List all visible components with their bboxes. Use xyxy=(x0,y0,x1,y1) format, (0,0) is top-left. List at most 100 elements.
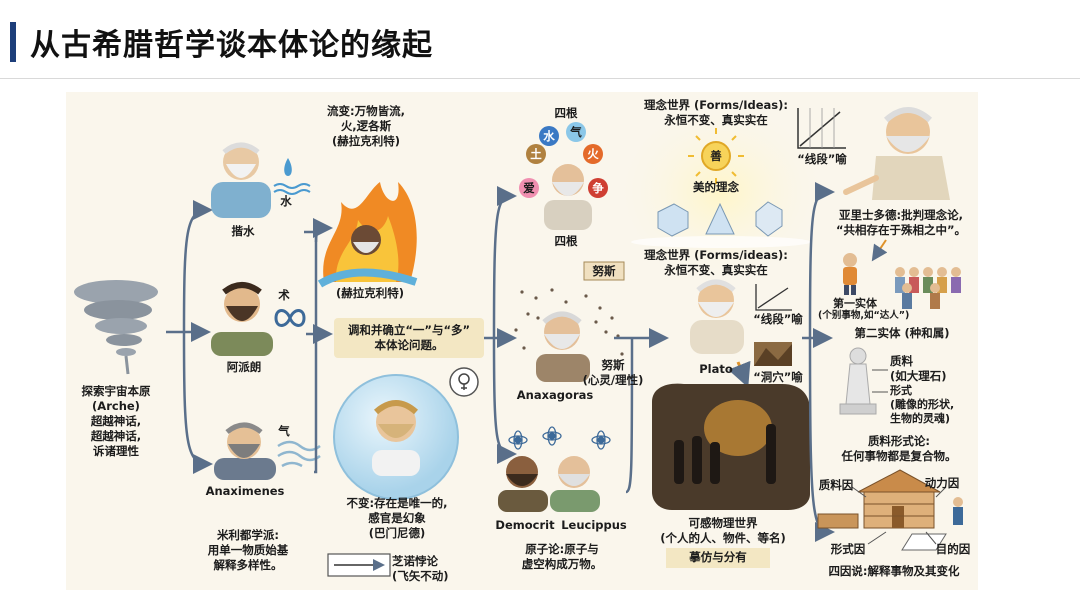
formal-cause-label: 形式因 xyxy=(826,542,870,557)
leucippus-label: Leucippus xyxy=(560,518,628,533)
matter-line-1: 质料 xyxy=(890,354,960,369)
aristotle-line-2: “共相存在于殊相之中”。 xyxy=(826,223,976,238)
root-earth: 土 xyxy=(528,147,544,162)
water-waves-icon xyxy=(274,184,310,194)
cave-label: “洞穴”喻 xyxy=(750,370,806,385)
milesian-label: 米利都学派: 用单一物质始基 解释多样性。 xyxy=(188,528,308,573)
heraclitus-fire-icon xyxy=(320,182,417,284)
empedocles-figure xyxy=(544,164,592,230)
diagram-canvas: 探索宇宙本原 (Arche) 超越神话, 超越神话, 诉诸理性 揩水 水 阿派朗… xyxy=(66,92,978,590)
parmenides-bubble xyxy=(334,375,458,499)
efficient-cause-label: 动力因 xyxy=(918,476,966,491)
hylomorphism-line-2: 任何事物都是复合物。 xyxy=(824,449,974,464)
statue-pointers xyxy=(872,370,888,392)
root-love: 爱 xyxy=(521,181,537,196)
forms-mid-line-2: 永恒不变、真实实在 xyxy=(636,263,796,278)
aristotle-label: 亚里士多德:批判理念论, “共相存在于殊相之中”。 xyxy=(826,208,976,238)
divided-line-icon-top xyxy=(798,108,846,148)
root-strife: 争 xyxy=(590,181,606,196)
heraclitus-top-label: 流变:万物皆流, 火,逻各斯 (赫拉克利特) xyxy=(306,104,426,149)
atomism-line-2: 虚空构成万物。 xyxy=(502,557,622,572)
problem-line-1: 调和并确立“一”与“多” xyxy=(334,323,484,338)
second-substance-crowd xyxy=(895,267,961,309)
cave-thumbnail-icon xyxy=(754,342,792,366)
line-mid-label: “线段”喻 xyxy=(750,312,806,327)
page-title: 从古希腊哲学谈本体论的缘起 xyxy=(30,20,433,64)
nous-tag: 努斯 xyxy=(584,264,624,279)
forms-top-line-1: 理念世界 (Forms/Ideas): xyxy=(636,98,796,113)
title-bar: 从古希腊哲学谈本体论的缘起 xyxy=(0,0,1080,79)
sensible-world-label: 可感物理世界 (个人的人、物件、等名) xyxy=(638,516,808,546)
nous-line-2: (心灵/理性) xyxy=(578,373,648,388)
good-label: 善 xyxy=(706,149,726,164)
matter-line-2: (如大理石) xyxy=(890,369,960,384)
forms-top-label: 理念世界 (Forms/Ideas): 永恒不变、真实实在 xyxy=(636,98,796,128)
infinity-icon xyxy=(276,311,304,326)
parmenides-line-3: (巴门尼德) xyxy=(332,526,462,541)
sensible-line-1: 可感物理世界 xyxy=(638,516,808,531)
technique-char: 术 xyxy=(274,288,294,303)
parmenides-line-1: 不变:存在是唯一的, xyxy=(332,496,462,511)
mimesis-label: 摹仿与分有 xyxy=(666,550,770,565)
thales-figure xyxy=(211,144,271,218)
matter-label: 质料 (如大理石) xyxy=(890,354,960,384)
first-substance-line-1: 第一实体 xyxy=(818,298,892,310)
root-air: 气 xyxy=(568,125,584,140)
hylomorphism-label: 质料形式论: 任何事物都是复合物。 xyxy=(824,434,974,464)
atomism-label: 原子论:原子与 虚空构成万物。 xyxy=(502,542,622,572)
zeno-arrow-icon xyxy=(328,554,390,576)
four-roots-bottom-label: 四根 xyxy=(546,234,586,249)
heraclitus-line-2: 火,逻各斯 xyxy=(306,119,426,134)
zeno-line-1: 芝诺悖论 xyxy=(392,554,462,569)
milesian-line-2: 用单一物质始基 xyxy=(188,543,308,558)
origin-line-2: (Arche) xyxy=(66,399,166,414)
origin-branches xyxy=(166,210,208,464)
origin-line-4: 超越神话, xyxy=(66,429,166,444)
form-line-1: 形式 xyxy=(890,384,974,398)
atom-icons xyxy=(509,427,610,449)
line-top-label: “线段”喻 xyxy=(792,152,852,167)
material-cause-label: 质料因 xyxy=(814,478,858,493)
origin-line-5: 诉诸理性 xyxy=(66,444,166,459)
parmenides-label: 不变:存在是唯一的, 感官是幻象 (巴门尼德) xyxy=(332,496,462,541)
anaximander-label: 阿派朗 xyxy=(216,360,272,375)
milesian-line-1: 米利都学派: xyxy=(188,528,308,543)
origin-label: 探索宇宙本原 (Arche) 超越神话, 超越神话, 诉诸理性 xyxy=(66,384,166,459)
anaximenes-figure xyxy=(214,425,276,480)
origin-line-3: 超越神话, xyxy=(66,414,166,429)
air-char: 气 xyxy=(274,424,294,439)
nous-line-1: 努斯 xyxy=(578,358,648,373)
problem-line-2: 本体论问题。 xyxy=(334,338,484,353)
anaximander-figure xyxy=(211,285,273,356)
four-causes-label: 四因说:解释事物及其变化 xyxy=(814,564,974,579)
anaxagoras-label: Anaxagoras xyxy=(510,388,600,403)
atomism-line-1: 原子论:原子与 xyxy=(502,542,622,557)
form-line-3: 生物的灵魂) xyxy=(890,412,974,426)
heraclitus-line-3: (赫拉克利特) xyxy=(306,134,426,149)
zeno-line-2: (飞矢不动) xyxy=(392,569,462,584)
forms-top-line-2: 永恒不变、真实实在 xyxy=(636,113,796,128)
statue-icon xyxy=(840,348,876,414)
root-water: 水 xyxy=(541,129,557,144)
first-substance-label: 第一实体 (个别事物,如“达人”) xyxy=(818,298,892,322)
plato-label: Plato xyxy=(688,362,744,377)
tornado-icon xyxy=(74,280,158,374)
first-substance-line-2: (个别事物,如“达人”) xyxy=(818,310,892,322)
root-fire: 火 xyxy=(585,147,601,162)
heraclitus-line-1: 流变:万物皆流, xyxy=(306,104,426,119)
cave-scene xyxy=(652,384,810,510)
zeno-label: 芝诺悖论 (飞矢不动) xyxy=(392,554,462,584)
problem-label: 调和并确立“一”与“多” 本体论问题。 xyxy=(334,323,484,353)
air-swirl-icon xyxy=(278,442,320,466)
parmenides-line-2: 感官是幻象 xyxy=(332,511,462,526)
sensible-line-2: (个人的人、物件、等名) xyxy=(638,531,808,546)
water-char: 水 xyxy=(274,194,298,209)
milesian-line-3: 解释多样性。 xyxy=(188,558,308,573)
divided-line-icon-mid xyxy=(756,284,792,310)
forms-mid-label: 理念世界 (Forms/ideas): 永恒不变、真实实在 xyxy=(636,248,796,278)
thought-bubble-icon xyxy=(450,368,478,396)
nous-label: 努斯 (心灵/理性) xyxy=(578,358,648,388)
aristotle-down-arrow xyxy=(874,240,886,258)
second-substance-label: 第二实体 (种和属) xyxy=(842,326,962,341)
final-cause-label: 目的因 xyxy=(932,542,974,557)
